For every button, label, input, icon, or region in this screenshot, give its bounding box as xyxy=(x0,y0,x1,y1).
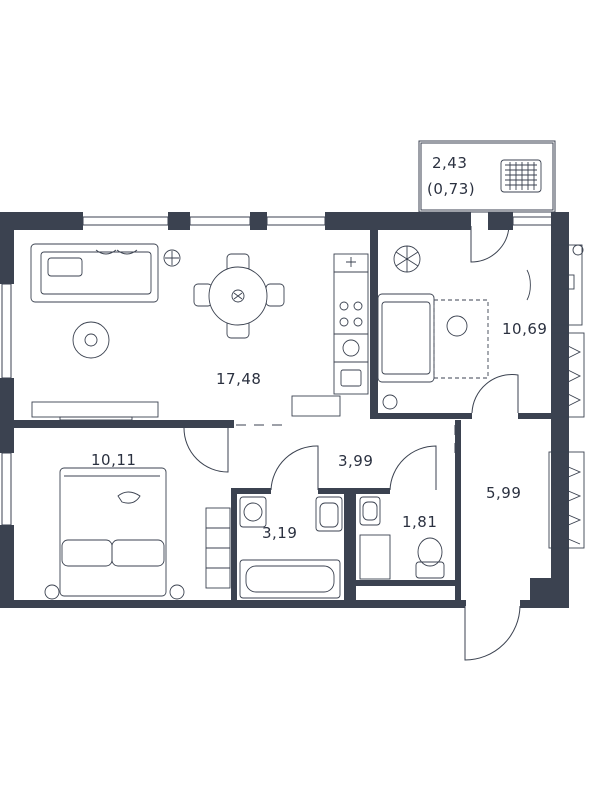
living-kitchen-area-label: 17,48 xyxy=(216,370,261,388)
bedroom-right-furniture xyxy=(377,244,585,418)
living-room-furniture xyxy=(30,243,369,421)
wc-furniture xyxy=(359,496,445,580)
balcony-reduced-area-label: (0,73) xyxy=(427,180,475,198)
bedroom-right-area-label: 10,69 xyxy=(502,320,547,338)
walls xyxy=(0,212,569,608)
wc-area-label: 1,81 xyxy=(402,513,437,531)
doors xyxy=(183,225,521,661)
desk-icon xyxy=(526,244,584,326)
lamp-icon xyxy=(163,249,181,267)
bathtub-icon xyxy=(239,559,341,599)
dresser-icon xyxy=(205,507,231,589)
cabinet-icon xyxy=(359,534,391,580)
bathroom-sink-icon xyxy=(315,496,343,532)
corridor-area-label: 3,99 xyxy=(338,452,373,470)
washing-machine-icon xyxy=(239,496,267,528)
coffee-table-icon xyxy=(72,321,110,359)
balcony-area-label: 2,43 xyxy=(432,154,467,172)
laundry-basket-icon xyxy=(500,159,542,193)
windows xyxy=(1,216,554,591)
balcony: 2,43 (0,73) xyxy=(418,140,556,213)
nightstand-lamp-icon xyxy=(44,584,60,600)
tv-stand-icon xyxy=(31,401,159,421)
bathroom-furniture xyxy=(239,496,343,599)
sofa-icon xyxy=(30,243,159,303)
plant-icon xyxy=(393,245,421,273)
wardrobe-icon xyxy=(551,332,585,418)
armchair-icon xyxy=(377,293,489,383)
toilet-icon xyxy=(415,537,445,579)
wc-sink-icon xyxy=(359,496,381,526)
dining-table-icon xyxy=(193,253,285,339)
bathroom-area-label: 3,19 xyxy=(262,524,297,542)
kitchen-counter-icon xyxy=(291,253,369,417)
hall-wardrobe-icon xyxy=(548,451,585,549)
bed-icon xyxy=(59,467,167,597)
bedroom-left-area-label: 10,11 xyxy=(91,451,136,469)
hall-area-label: 5,99 xyxy=(486,484,521,502)
bedroom-left-furniture xyxy=(44,467,231,600)
